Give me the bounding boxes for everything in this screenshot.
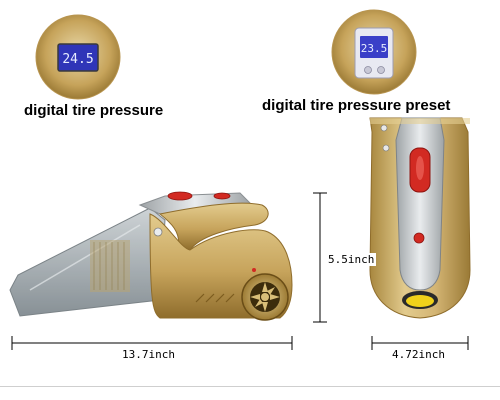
preset-button-minus-icon [364,66,372,74]
dimension-height-label: 5.5inch [326,253,377,266]
pressure-preset-detail: 23.5 [331,9,417,95]
dimension-width-label: 4.72inch [392,348,445,361]
left-lcd-reading: 24.5 [62,52,93,67]
right-lcd-reading: 23.5 [361,42,388,55]
dimension-lines [11,192,469,350]
pressure-gauge-detail: 24.5 [35,14,121,100]
preset-button-plus-icon [377,66,385,74]
caption-digital-tire-pressure: digital tire pressure [24,102,164,119]
bottom-divider [0,386,500,387]
dimension-length-label: 13.7inch [122,348,175,361]
vacuum-side-view [9,191,293,321]
vacuum-top-view [369,117,471,319]
caption-digital-tire-pressure-preset: digital tire pressure preset [262,97,451,114]
